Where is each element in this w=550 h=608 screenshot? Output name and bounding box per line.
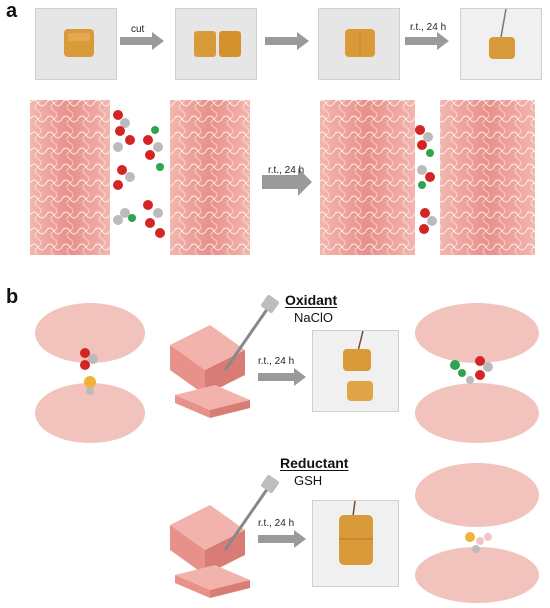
pipette-icon-2 [223,475,279,551]
oxidant-reagent: NaClO [294,310,334,325]
label-network-heal-time: r.t., 24 h [268,165,305,176]
photo-cut-gel [175,8,257,80]
arrow-heal [405,32,449,50]
sphere-schematic-after-reductant [415,463,539,603]
arrow-reductant [258,530,306,548]
reductant-condition: r.t., 24 h [258,518,295,529]
photo-intact-gel [35,8,117,80]
label-heal-time: r.t., 24 h [410,22,447,33]
photo-oxidant-result [312,330,399,412]
label-cut: cut [131,24,145,35]
arrow-oxidant [258,368,306,386]
panel-a-label: a [6,0,18,22]
reductant-heading: Reductant [280,455,349,471]
pipette-icon [223,295,279,371]
oxidant-heading: Oxidant [285,292,338,308]
sphere-schematic-before-oxidant [35,303,145,443]
gel-blocks-reductant [170,505,250,598]
gel-blocks-oxidant [170,325,250,418]
molecule-cluster-healed [415,125,437,234]
panel-b-label: b [6,286,19,308]
arrow-cut [120,32,164,50]
arrow-network-heal [262,168,312,196]
oxidant-condition: r.t., 24 h [258,356,295,367]
photo-rejoined-gel [318,8,400,80]
molecule-cluster-left [113,110,136,225]
schematic-network-healing [30,100,535,255]
photo-lifted-gel [460,8,542,80]
molecule-cluster-right [143,126,165,238]
reductant-reagent: GSH [294,473,323,488]
sphere-schematic-after-oxidant [415,303,539,443]
arrow-join [265,32,309,50]
photo-reductant-result [312,500,399,587]
